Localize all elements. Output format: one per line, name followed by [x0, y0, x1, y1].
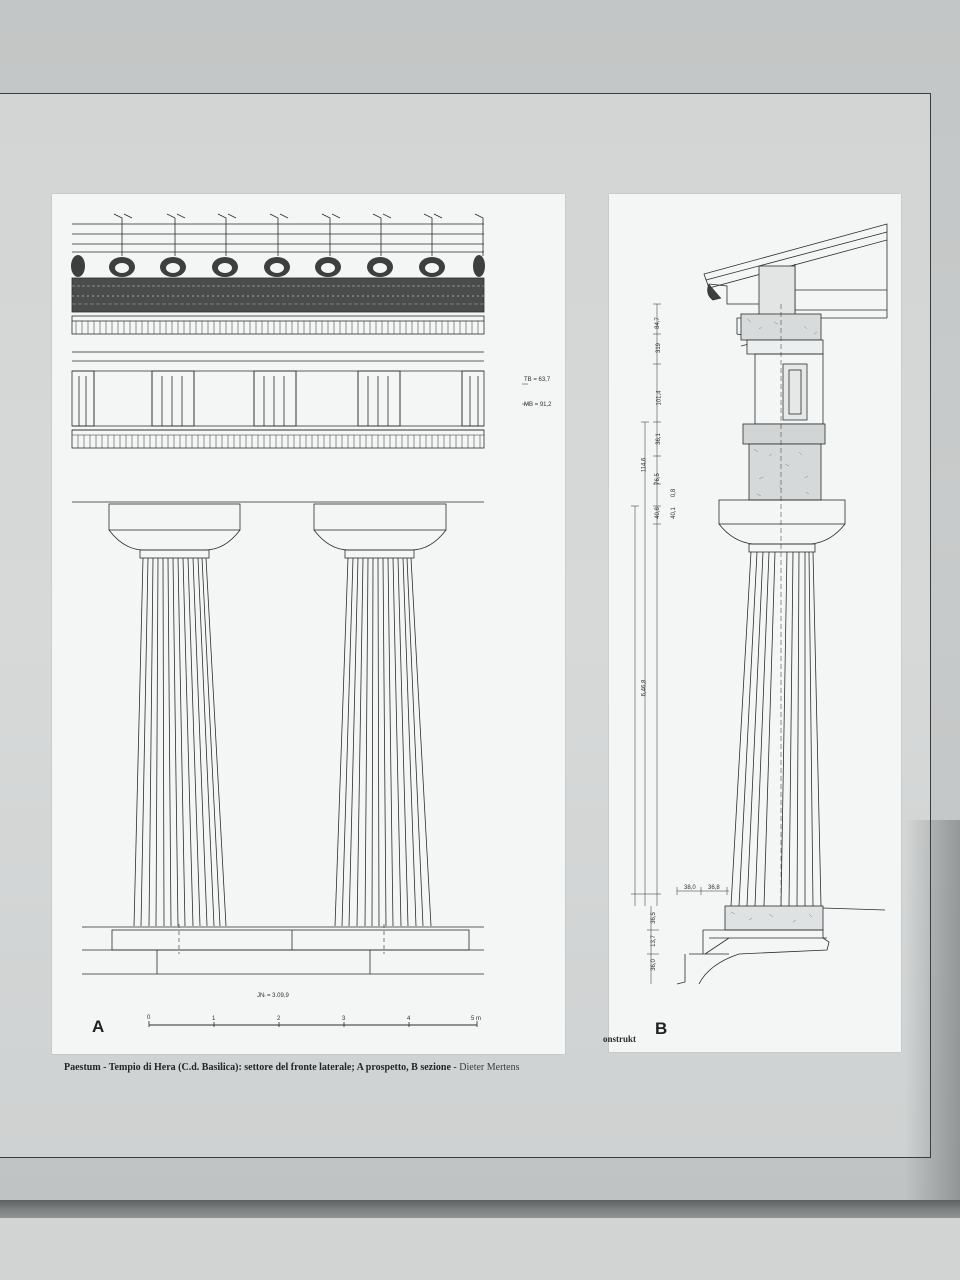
scale-tick-5: 5 m — [471, 1016, 482, 1022]
scale-tick-2: 2 — [277, 1016, 281, 1022]
interaxial-label: JNₗ = 3.09,9 — [257, 993, 289, 999]
dim-label-9: 6,46,8 — [641, 679, 648, 697]
dim-label-13: 13,7 — [650, 935, 657, 947]
dim-label-7: 40,1 — [670, 507, 677, 519]
dim-label-10: 38,0 — [684, 885, 696, 891]
dim-label-14: 36,0 — [650, 959, 657, 971]
sheet-elevation-a — [52, 194, 565, 1054]
dim-label-0: 84,7 — [654, 317, 661, 329]
cropped-text-fragment: onstrukt — [603, 1034, 637, 1044]
dim-label-1: 319 — [656, 342, 663, 354]
scale-tick-1: 1 — [212, 1016, 216, 1022]
caption-title: Paestum - Tempio di Hera (C.d. Basilica)… — [64, 1062, 451, 1073]
caption-separator: - — [450, 1062, 460, 1073]
scale-tick-4: 4 — [407, 1016, 411, 1022]
lower-wall — [0, 1218, 960, 1280]
sheet-section-b — [609, 194, 901, 1052]
dim-label-6: 0,8 — [671, 488, 678, 498]
mb-dimension-label: MB = 91,2 — [524, 402, 552, 408]
dim-label-2: 101,4 — [656, 390, 663, 406]
poster-caption: Paestum - Tempio di Hera (C.d. Basilica)… — [64, 1062, 520, 1073]
dim-label-11: 36,8 — [708, 885, 720, 891]
dim-label-8: 40,8 — [654, 507, 661, 519]
section-drawing — [631, 223, 888, 985]
cast-shadow — [905, 820, 960, 1200]
scale-tick-0: 0 — [147, 1015, 151, 1021]
dim-label-5: 76,5 — [654, 473, 661, 485]
dim-label-12: 36,5 — [650, 912, 657, 924]
caption-author: Dieter Mertens — [459, 1062, 520, 1073]
display-rail — [0, 1200, 960, 1218]
dim-label-4: 114,6 — [641, 457, 648, 473]
label-a: A — [92, 1017, 105, 1036]
elevation-drawing — [71, 213, 528, 1027]
label-b: B — [655, 1019, 668, 1038]
dim-label-3: 36,1 — [655, 433, 662, 445]
scale-tick-3: 3 — [342, 1016, 346, 1022]
tb-dimension-label: TB = 63,7 — [524, 377, 551, 383]
